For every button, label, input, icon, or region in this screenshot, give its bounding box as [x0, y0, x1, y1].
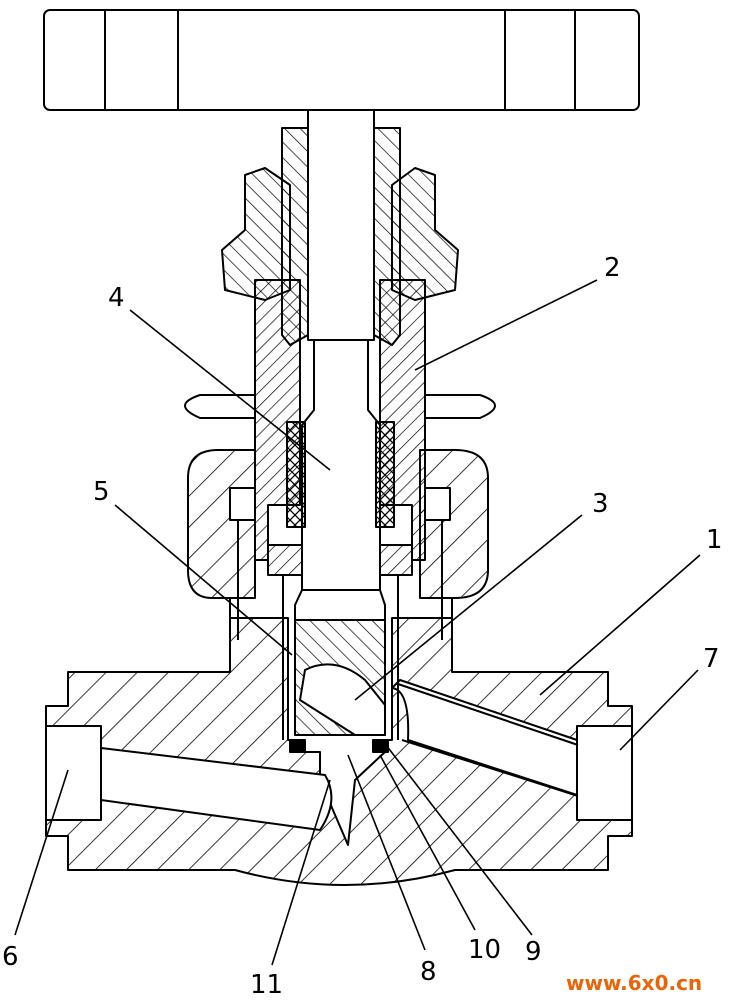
- valve-body: [45, 617, 633, 886]
- seat-seal: [289, 739, 389, 753]
- callout-9: 9: [525, 937, 542, 967]
- guide-sleeve: [267, 544, 413, 740]
- callout-2: 2: [604, 253, 621, 283]
- callouts: 1 2 3 4 5 6 7 8 9 10 11: [2, 253, 723, 1000]
- callout-8: 8: [420, 957, 437, 987]
- watermark-text: www.6x0.cn: [566, 971, 702, 995]
- callout-5: 5: [93, 477, 110, 507]
- callout-4: 4: [108, 283, 125, 313]
- callout-6: 6: [2, 942, 19, 972]
- callout-7: 7: [703, 644, 720, 674]
- callout-3: 3: [592, 489, 609, 519]
- gland-nut: [221, 167, 459, 301]
- callout-1: 1: [706, 525, 723, 555]
- callout-11: 11: [250, 970, 283, 1000]
- bonnet: [184, 279, 496, 561]
- valve-disc: [294, 619, 386, 736]
- valve-stem: [294, 109, 386, 621]
- packing: [286, 421, 395, 528]
- leader-lines: [14, 279, 701, 966]
- callout-10: 10: [468, 935, 501, 965]
- t-handle: [43, 9, 640, 111]
